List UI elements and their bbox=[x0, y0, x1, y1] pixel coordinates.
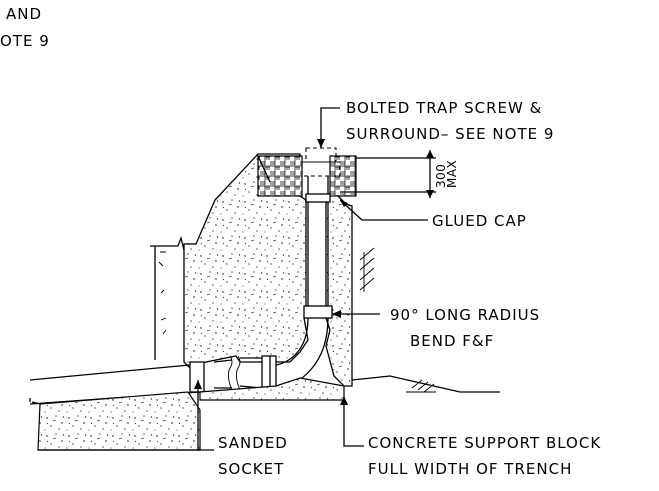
glued-cap-leader bbox=[339, 199, 428, 221]
trap-screw-leader bbox=[320, 107, 340, 148]
concrete-surround bbox=[183, 153, 309, 369]
bend-label-line1: 90° LONG RADIUS bbox=[390, 306, 540, 324]
trap-surround-left bbox=[257, 155, 303, 197]
dimension-value: 300 bbox=[434, 164, 448, 188]
bend-label-line2: BEND F&F bbox=[410, 332, 494, 350]
sanded-socket-label-line2: SOCKET bbox=[218, 460, 284, 478]
depth-dimension: 300 MAX bbox=[426, 150, 459, 198]
ground-right bbox=[351, 247, 500, 393]
trap-screw-label-line2: SURROUND– SEE NOTE 9 bbox=[346, 125, 554, 143]
sanded-socket-leader bbox=[197, 380, 214, 451]
corner-note-line1: AND bbox=[6, 5, 42, 23]
sanded-socket-label-line1: SANDED bbox=[218, 434, 288, 452]
dimension-unit: MAX bbox=[445, 160, 459, 188]
bend-socket bbox=[303, 305, 333, 319]
trap-screw-label-line1: BOLTED TRAP SCREW & bbox=[346, 99, 542, 117]
pipe-bedding bbox=[37, 391, 201, 451]
concrete-support-block bbox=[199, 377, 345, 401]
support-block-label-line2: FULL WIDTH OF TRENCH bbox=[368, 460, 572, 478]
concrete-surround-right bbox=[325, 188, 353, 387]
support-block-leader bbox=[343, 396, 364, 447]
support-block-label-line1: CONCRETE SUPPORT BLOCK bbox=[368, 434, 601, 452]
glued-cap-label: GLUED CAP bbox=[432, 212, 527, 230]
corner-note-line2: OTE 9 bbox=[0, 32, 50, 50]
vertical-riser-pipe bbox=[305, 176, 331, 312]
